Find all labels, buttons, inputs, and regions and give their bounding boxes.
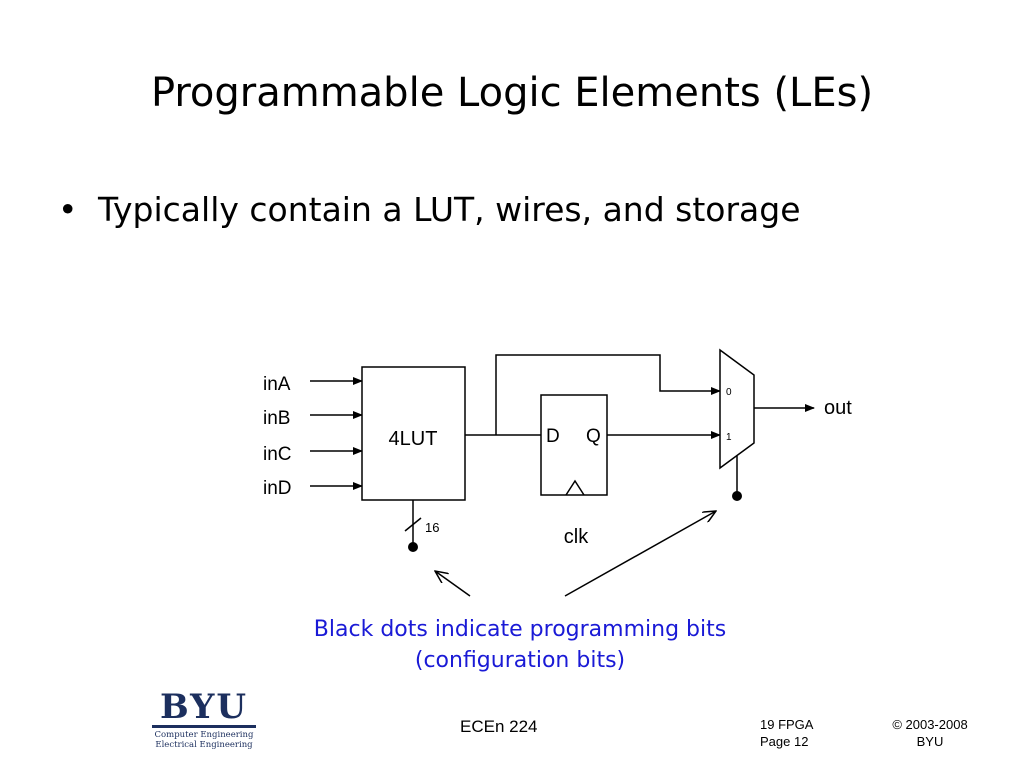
bypass-wire bbox=[495, 354, 721, 435]
input-label-a: inA bbox=[263, 374, 291, 395]
footer-course: ECEn 224 bbox=[460, 717, 538, 736]
lut-label: 4LUT bbox=[389, 428, 438, 450]
input-label-d: inD bbox=[263, 478, 292, 499]
caption: Black dots indicate programming bits (co… bbox=[270, 614, 770, 676]
bullet-marker: • bbox=[58, 190, 78, 229]
input-label-c: inC bbox=[263, 444, 292, 465]
output-label: out bbox=[824, 397, 852, 419]
logo-wordmark: BYU bbox=[159, 687, 249, 727]
lut-block bbox=[361, 366, 466, 501]
input-label-b: inB bbox=[263, 408, 290, 429]
logo-rule bbox=[152, 725, 256, 728]
footer-page: Page 12 bbox=[760, 734, 809, 749]
clock-label: clk bbox=[564, 526, 589, 548]
footer-copyright: © 2003-2008 bbox=[892, 717, 968, 732]
clock-triangle bbox=[565, 479, 585, 496]
logo-line-2: Electrical Engineering bbox=[155, 740, 253, 750]
byu-logo: BYU Computer Engineering Electrical Engi… bbox=[152, 690, 256, 750]
caption-line-1: Black dots indicate programming bits bbox=[313, 617, 727, 642]
bus-width-label: 16 bbox=[425, 520, 439, 535]
caption-line-2: (configuration bits) bbox=[414, 648, 626, 673]
mux-input-0-label: 0 bbox=[726, 387, 732, 398]
mux-shape bbox=[719, 348, 755, 470]
flip-flop-block bbox=[540, 394, 608, 496]
bus-width-slash bbox=[404, 517, 422, 532]
footer-topic-block: 19 FPGA Page 12 bbox=[760, 716, 813, 750]
footer-org: BYU bbox=[916, 734, 944, 749]
mux-config-bit-dot bbox=[732, 491, 742, 501]
flip-flop-d-label: D bbox=[546, 426, 560, 447]
bullet-text: Typically contain a LUT, wires, and stor… bbox=[98, 190, 801, 229]
flip-flop-q-label: Q bbox=[586, 426, 601, 447]
slide-title: Programmable Logic Elements (LEs) bbox=[150, 70, 874, 116]
mux-input-1-label: 1 bbox=[726, 432, 732, 443]
footer-copyright-block: © 2003-2008 BYU bbox=[880, 716, 980, 750]
bullet-item: • Typically contain a LUT, wires, and sto… bbox=[58, 190, 801, 229]
pointer-arrow-left bbox=[435, 571, 471, 597]
pointer-arrow-right bbox=[564, 511, 716, 597]
logo-line-1: Computer Engineering bbox=[154, 730, 254, 740]
footer-topic: 19 FPGA bbox=[760, 717, 814, 732]
lut-config-bit-dot bbox=[408, 542, 418, 552]
